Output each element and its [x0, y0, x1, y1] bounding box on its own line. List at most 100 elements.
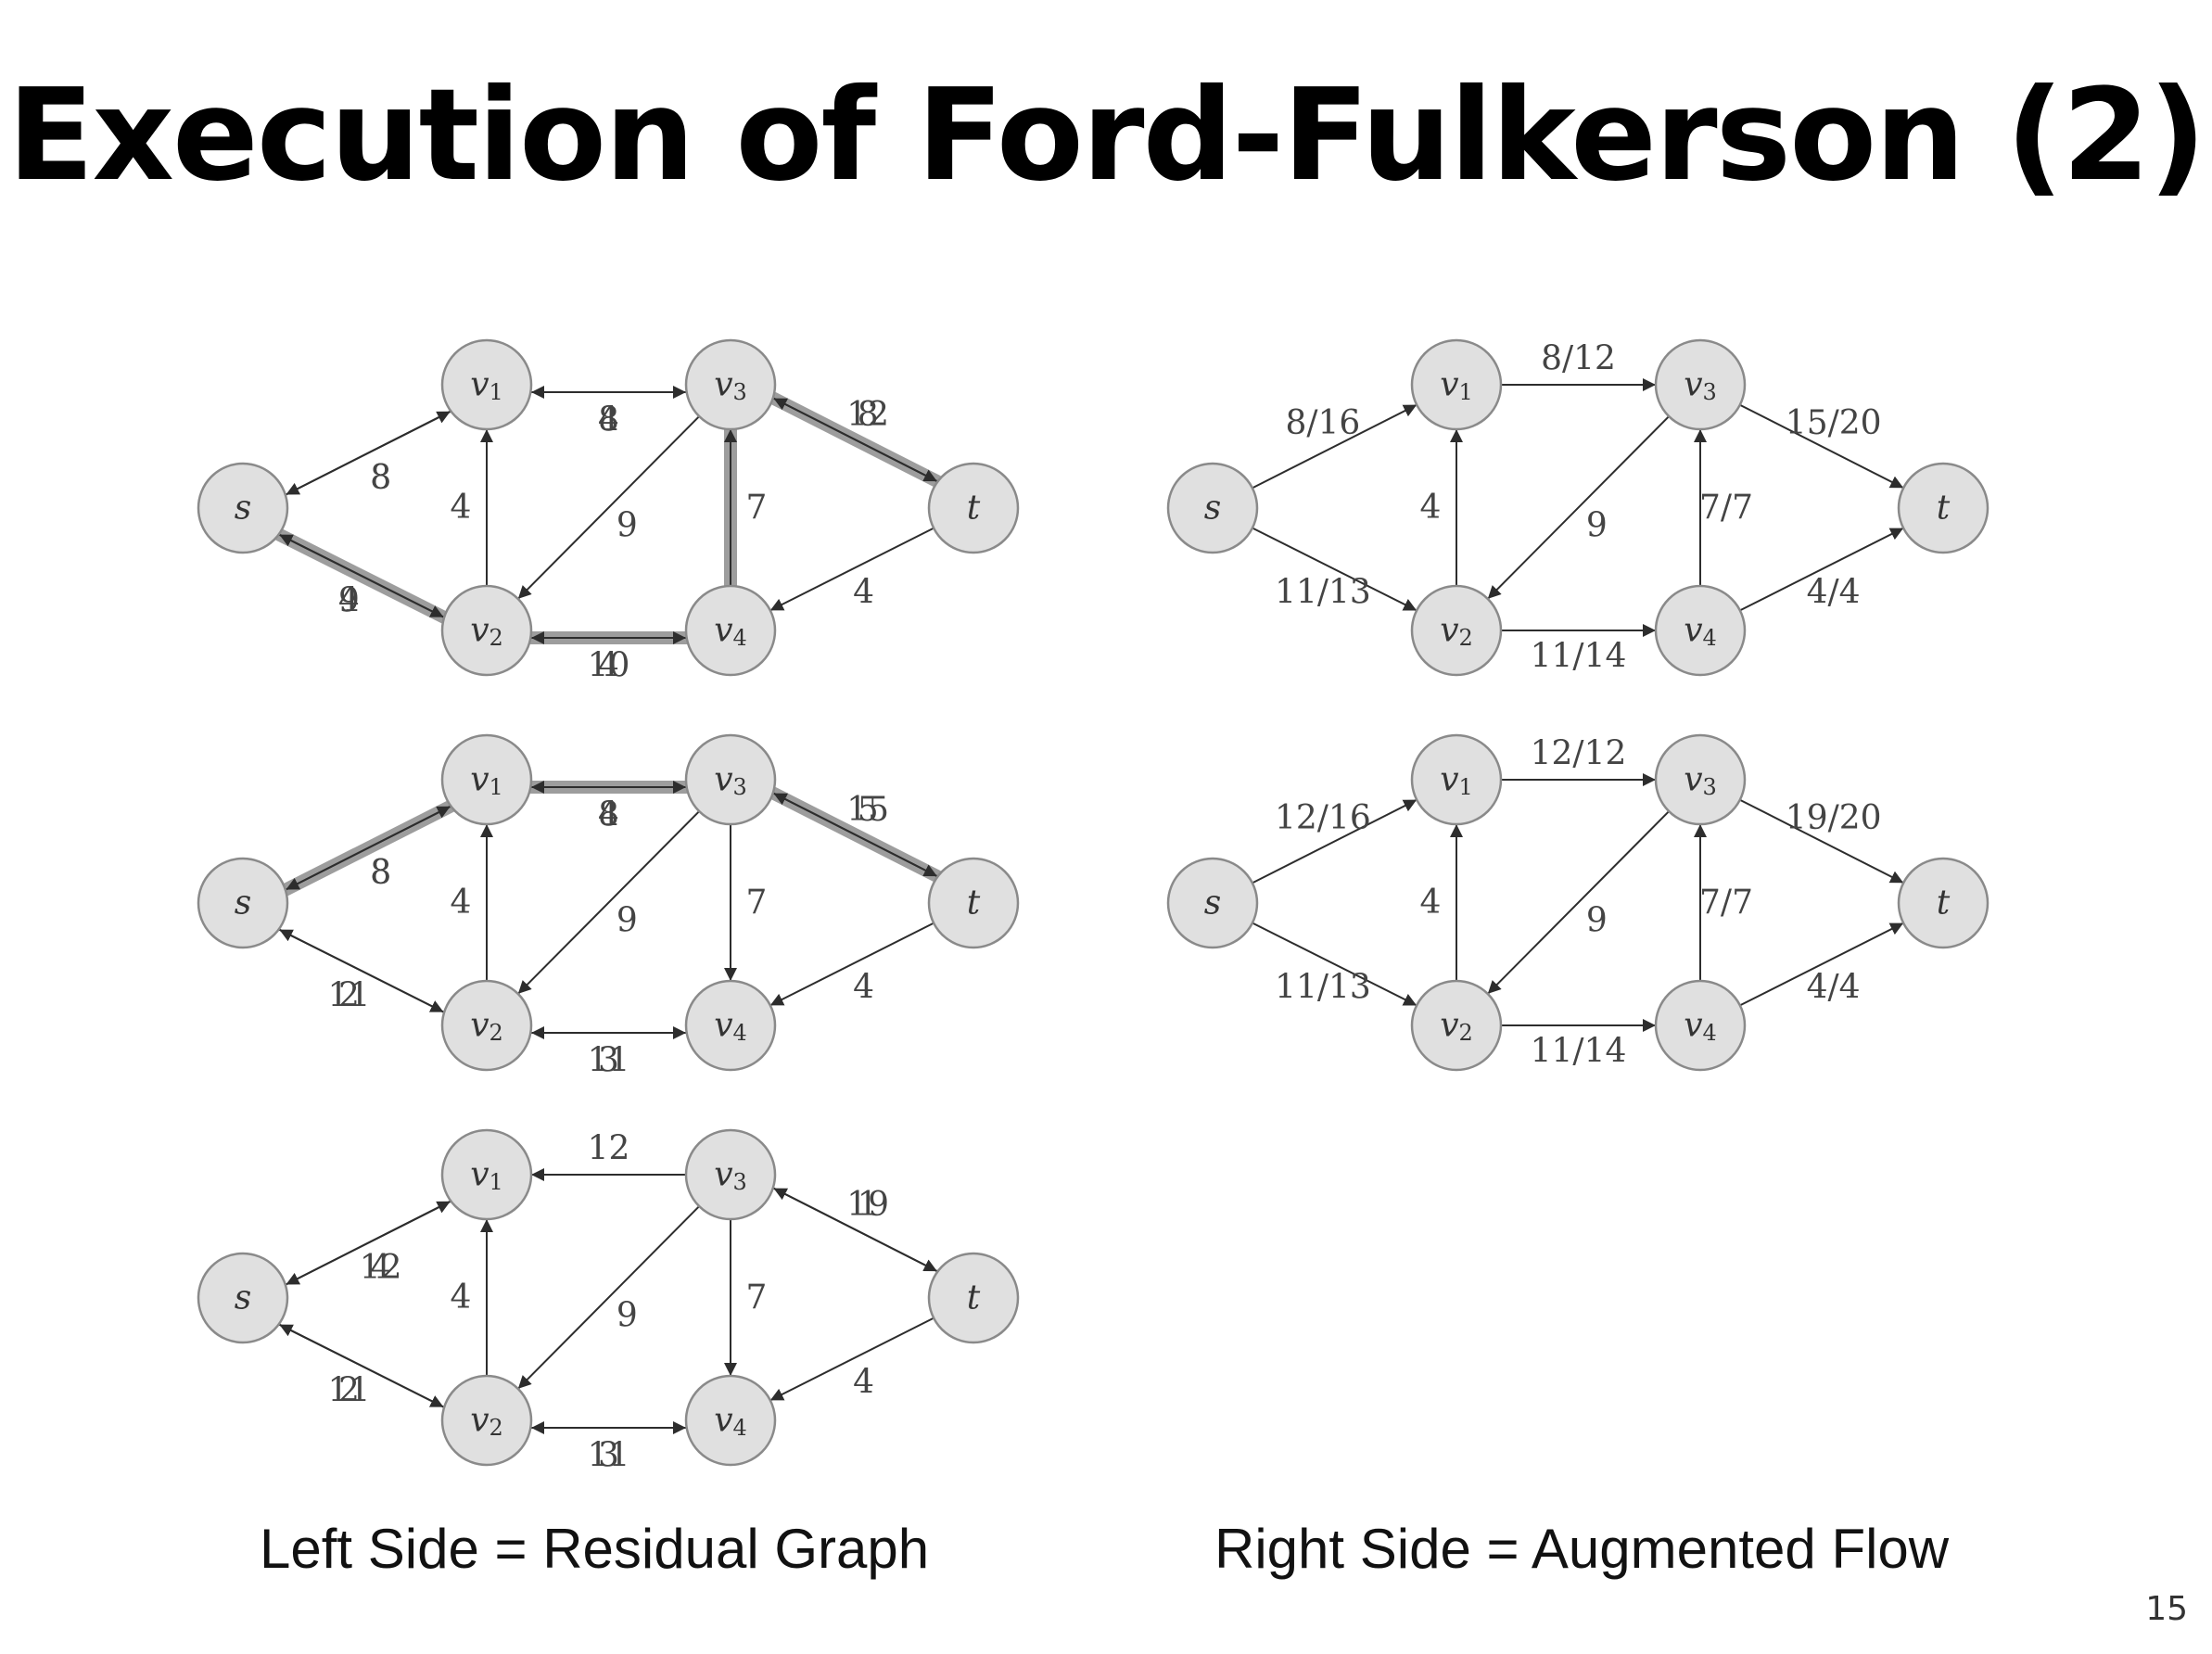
node-label: t: [1937, 884, 1951, 922]
node-label: v4: [1684, 612, 1717, 652]
node-label: t: [967, 1279, 981, 1317]
node-circle: [1654, 979, 1747, 1072]
edge-arrow: [1487, 415, 1670, 600]
node-t: t: [927, 1252, 1020, 1344]
edge-v1-s: [285, 410, 451, 496]
edge-arrow: [517, 1205, 700, 1390]
edge-s-v2: [1252, 527, 1417, 612]
node-circle: [1166, 462, 1259, 554]
edge-capacity-label: 8: [370, 459, 391, 497]
edge-arrow: [278, 1323, 444, 1408]
edge-v4-t: [1739, 922, 1904, 1007]
edge-v4-t: [1739, 527, 1904, 612]
edge-capacity-label: 4: [853, 1364, 874, 1402]
edge-capacity-label: 11/13: [1275, 969, 1371, 1007]
edge-v3-v2: [517, 810, 700, 995]
edge-capacity-label: 8/12: [1541, 340, 1616, 378]
node-circle: [197, 857, 289, 949]
node-v4: v4: [684, 584, 777, 677]
edge-arrow: [285, 805, 451, 891]
node-circle: [440, 1128, 533, 1221]
node-v1: v1: [440, 1128, 533, 1221]
edge-capacity-label: 9: [617, 507, 638, 545]
node-circle: [1897, 462, 1990, 554]
edge-capacity-label: 4/4: [1807, 574, 1861, 612]
node-label: v2: [470, 612, 503, 652]
edge-capacity-label: 11: [588, 1437, 630, 1475]
node-v2: v2: [440, 979, 533, 1072]
edge-capacity-label: 3: [598, 1437, 619, 1475]
edge-capacity-label: 1: [858, 1186, 879, 1224]
node-circle: [197, 462, 289, 554]
edge-capacity-label: 8/16: [1285, 404, 1360, 442]
edge-arrow: [517, 810, 700, 995]
node-v3: v3: [1654, 338, 1747, 431]
edge-capacity-label: 11: [328, 1371, 371, 1409]
node-t: t: [927, 857, 1020, 949]
edge-capacity-label: 9: [617, 902, 638, 940]
edge-capacity-label: 7/7: [1699, 884, 1753, 922]
node-v1: v1: [1410, 338, 1503, 431]
node-v1: v1: [440, 733, 533, 826]
edge-capacity-label: 10: [588, 647, 630, 685]
node-v1: v1: [440, 338, 533, 431]
edge-arrow: [1739, 798, 1904, 884]
node-s: s: [197, 462, 289, 554]
slide-title: Execution of Ford-Fulkerson (2): [6, 62, 2206, 210]
edge-capacity-label: 4: [598, 401, 619, 439]
node-circle: [1410, 979, 1503, 1072]
edge-capacity-label: 2: [338, 976, 360, 1014]
edge-t-v3: [772, 1187, 938, 1273]
edge-t-v4: [769, 527, 934, 612]
edge-capacity-label: 8: [858, 396, 879, 434]
edge-capacity-label: 9: [338, 581, 360, 619]
edge-capacity-label: 8: [370, 459, 391, 497]
node-label: v3: [1684, 366, 1717, 406]
node-circle: [684, 1128, 777, 1221]
edge-capacity-label: 12/12: [1531, 735, 1627, 773]
node-label: v1: [470, 761, 503, 801]
page-number: 15: [2145, 1590, 2188, 1628]
edge-capacity-label: 7: [746, 489, 768, 527]
edge-s-v1: [1252, 403, 1417, 490]
node-v2: v2: [440, 1374, 533, 1467]
edge-arrow: [517, 415, 700, 600]
edge-v1-s: [285, 805, 451, 891]
edge-capacity-label: 4: [451, 884, 472, 922]
edge-arrow: [1739, 922, 1904, 1007]
edge-arrow: [278, 928, 444, 1013]
node-circle: [684, 733, 777, 826]
edge-v1-s: [285, 1200, 451, 1286]
edge-capacity-label: 2: [338, 1371, 360, 1409]
edge-v2-s: [278, 533, 444, 618]
node-circle: [1654, 338, 1747, 431]
edge-capacity-label: 19: [846, 1186, 889, 1224]
edge-capacity-label: 4: [451, 489, 472, 527]
edge-capacity-label: 4/4: [1807, 969, 1861, 1007]
node-circle: [1410, 338, 1503, 431]
edge-capacity-label: 11/14: [1531, 638, 1627, 676]
node-label: s: [235, 884, 251, 922]
edge-s-v2: [1252, 922, 1417, 1007]
edge-capacity-label: 8: [598, 796, 619, 834]
node-circle: [440, 584, 533, 677]
edge-t-v4: [769, 922, 934, 1007]
edge-s-v1: [1252, 798, 1417, 884]
edge-capacity-label: 8: [598, 401, 619, 439]
node-circle: [1654, 584, 1747, 677]
edge-capacity-label: 15/20: [1786, 404, 1882, 442]
edge-capacity-label: 7/7: [1699, 489, 1753, 527]
edge-arrow: [772, 792, 938, 878]
node-v2: v2: [1410, 584, 1503, 677]
edge-capacity-label: 11: [588, 1042, 630, 1080]
edge-arrow: [285, 1200, 451, 1286]
node-circle: [1654, 733, 1747, 826]
node-circle: [927, 1252, 1020, 1344]
node-v3: v3: [684, 338, 777, 431]
node-s: s: [1166, 857, 1259, 949]
edge-capacity-label: 4: [451, 1279, 472, 1317]
edge-arrow: [278, 533, 444, 618]
edge-capacity-label: 8: [370, 854, 391, 892]
node-label: t: [1937, 490, 1951, 528]
